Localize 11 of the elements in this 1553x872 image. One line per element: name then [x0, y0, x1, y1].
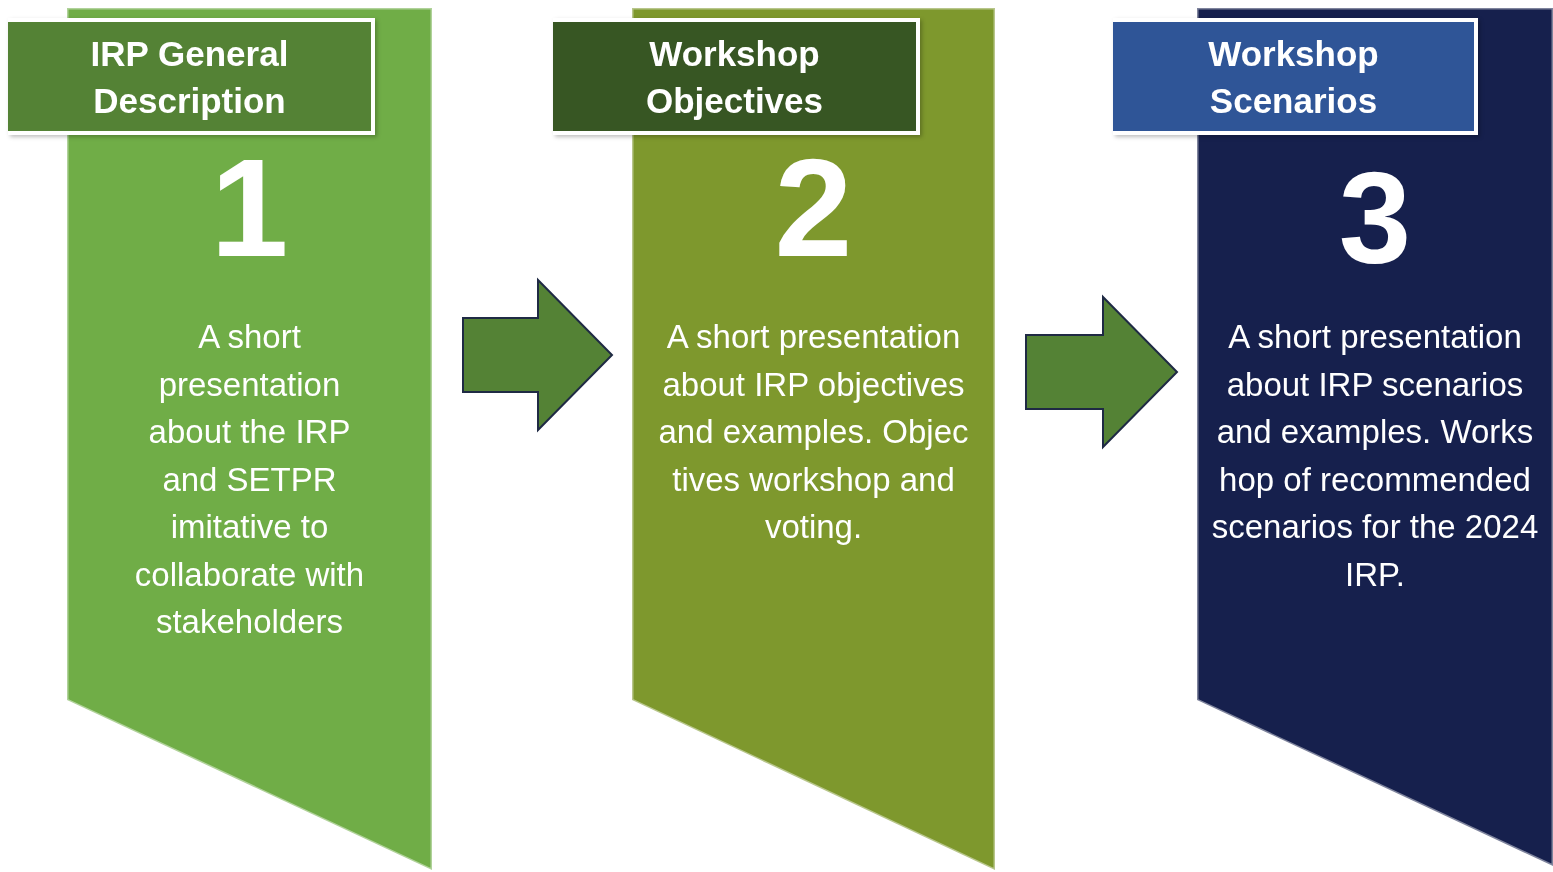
step-number: 2 [773, 138, 854, 278]
block-arrow [462, 277, 614, 433]
block-arrow [1025, 294, 1179, 450]
step-description: A short presentation about IRP scenarios and examples. Works hop of recommended scenarios for the 2024 IRP. [1210, 317, 1540, 595]
step-heading: Workshop Scenarios [1113, 18, 1478, 135]
step-heading: Workshop Objectives [553, 18, 920, 135]
step-number: 1 [209, 138, 290, 278]
step-description: A short presentation about the IRP and SETPR imitative to collaborate with stakeholders [133, 317, 366, 642]
step-number: 3 [1337, 153, 1413, 283]
step-description: A short presentation about IRP objectives and examples. Objec tives workshop and voting. [657, 317, 970, 547]
step-heading: IRP General Description [8, 18, 375, 135]
